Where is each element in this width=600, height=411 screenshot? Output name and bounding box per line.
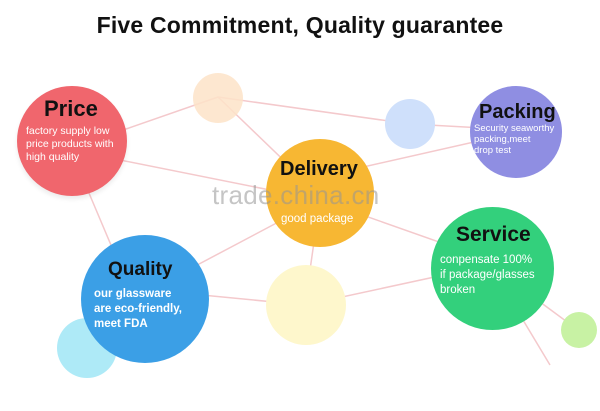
price-description: factory supply low price products with h…: [26, 125, 114, 163]
decorative-circle-lightblue: [385, 99, 435, 149]
decorative-circle-lime: [561, 312, 597, 348]
watermark: trade.china.cn: [212, 180, 380, 210]
price-line-1: factory supply low: [26, 125, 110, 137]
quality-line-1: our glassware: [94, 288, 172, 300]
service-description: conpensate 100% if package/glasses broke…: [440, 253, 535, 298]
delivery-description: good package: [281, 212, 353, 226]
packing-heading: Packing: [479, 101, 556, 123]
connector-line: [217, 96, 411, 125]
service-line-1: conpensate 100%: [440, 254, 533, 266]
quality-circle: [81, 235, 209, 363]
diagram-title: Five Commitment, Quality guarantee: [96, 12, 504, 38]
price-heading: Price: [44, 96, 98, 121]
service-circle: [431, 207, 554, 330]
service-heading: Service: [456, 223, 531, 246]
packing-line-1: Security seaworthy: [474, 123, 555, 134]
quality-line-3: meet FDA: [94, 317, 148, 330]
packing-circle: [470, 86, 562, 178]
service-line-3: broken: [440, 283, 476, 296]
packing-line-3: drop test: [474, 144, 511, 156]
price-line-2: price products with: [26, 137, 114, 150]
delivery-circle: [266, 139, 374, 247]
decorative-circle-yellow: [266, 265, 346, 345]
delivery-heading: Delivery: [280, 158, 358, 180]
quality-line-2: are eco-friendly,: [94, 302, 182, 315]
quality-description: our glassware are eco-friendly, meet FDA: [94, 287, 182, 332]
packing-line-2: packing,meet: [474, 133, 531, 145]
price-line-3: high quality: [26, 150, 80, 163]
delivery-line-1: good package: [281, 213, 354, 225]
quality-heading: Quality: [108, 259, 173, 280]
decorative-circle-peach: [193, 73, 243, 123]
packing-description: Security seaworthy packing,meet drop tes…: [474, 123, 555, 157]
price-circle: [17, 86, 127, 196]
service-line-2: if package/glasses: [440, 268, 535, 281]
